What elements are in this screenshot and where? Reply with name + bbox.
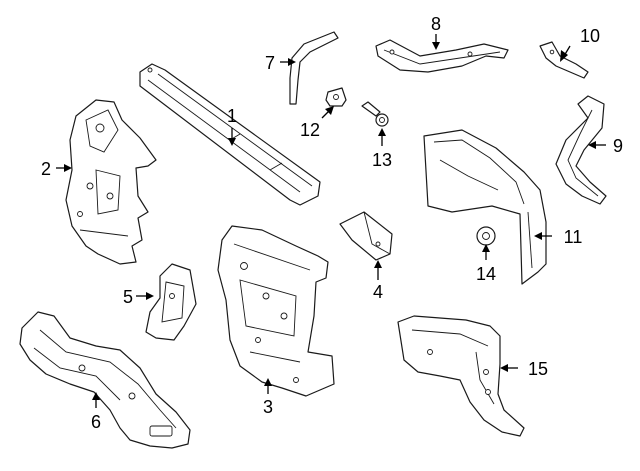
part-7-curved-bar — [289, 31, 339, 105]
part-11-insulator — [423, 129, 547, 285]
part-9-strut — [555, 95, 607, 205]
callout-6: 6 — [91, 412, 101, 432]
part-2-side-panel — [65, 99, 157, 265]
callout-12: 12 — [300, 120, 320, 140]
part-8-upper-rail — [375, 39, 509, 73]
callout-9: 9 — [613, 136, 623, 156]
part-6-lower-rail — [19, 311, 191, 449]
callout-14: 14 — [476, 264, 496, 284]
part-4-bracket — [339, 211, 393, 261]
part-12-clip — [325, 87, 347, 107]
part-14-nut — [476, 226, 496, 246]
part-13-bolt — [361, 101, 389, 127]
callout-leaders — [56, 34, 606, 408]
part-15-lower-rail — [397, 315, 525, 437]
callout-2: 2 — [41, 159, 51, 179]
callout-8: 8 — [431, 14, 441, 34]
part-3-dash-panel — [217, 225, 335, 397]
callout-1: 1 — [227, 106, 237, 126]
part-5-reinforcement — [145, 263, 197, 341]
callout-labels: 1 2 3 4 5 6 7 8 9 10 11 12 13 14 15 — [41, 14, 623, 432]
part-1-cross-member — [139, 63, 321, 206]
callout-3: 3 — [263, 397, 273, 417]
callout-15: 15 — [528, 359, 548, 379]
callout-7: 7 — [265, 53, 275, 73]
callout-11: 11 — [564, 227, 583, 247]
callout-5: 5 — [123, 287, 133, 307]
callout-13: 13 — [372, 150, 392, 170]
callout-10: 10 — [580, 26, 600, 46]
callout-4: 4 — [373, 282, 383, 302]
part-10-small-bracket — [539, 41, 589, 79]
